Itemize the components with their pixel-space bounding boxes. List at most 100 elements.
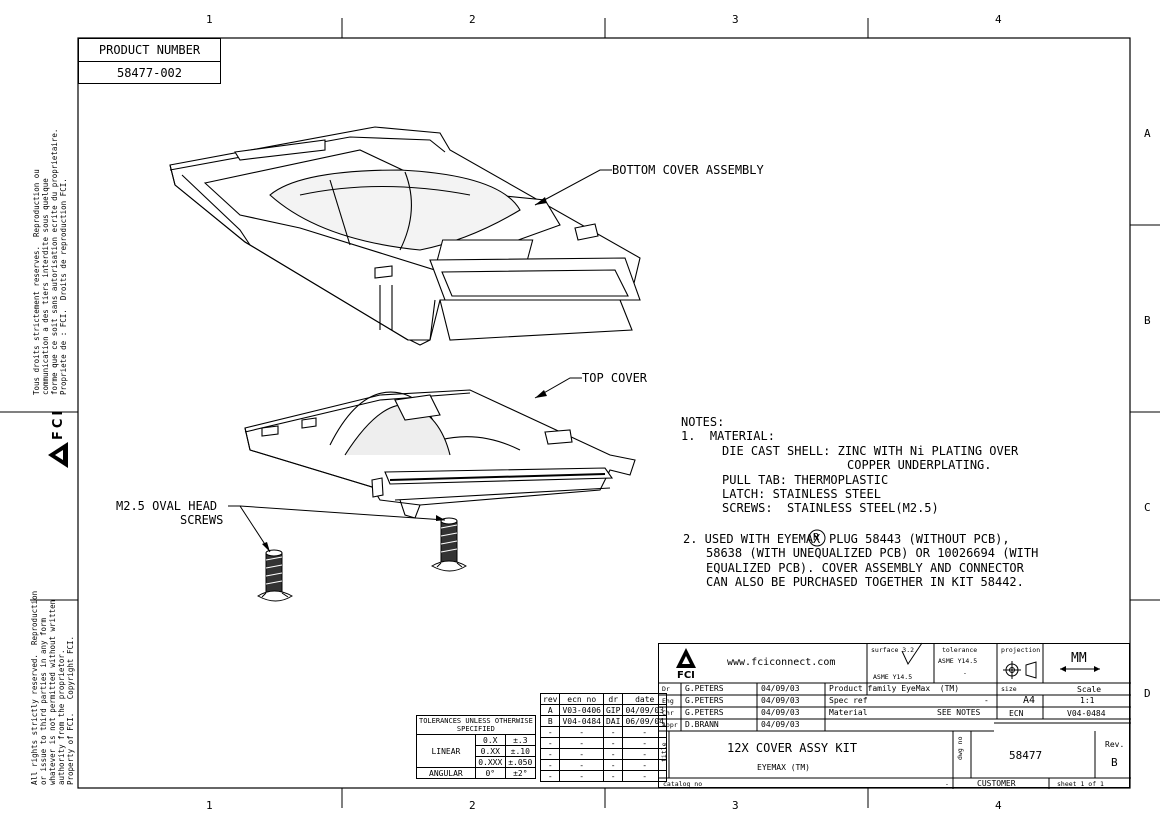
note-2a-cont: PLUG 58443 (WITHOUT PCB), (829, 532, 1010, 546)
projection-label: projection (1001, 646, 1041, 654)
table-row: - - - - (539, 748, 667, 760)
rev-cell: B (539, 715, 561, 727)
tolerance-title: TOLERANCES UNLESS OTHERWISE (419, 717, 533, 725)
tolerance-cell: 0.XXX (474, 756, 506, 768)
size-value: A4 (1023, 695, 1036, 706)
bottom-cover-callout: BOTTOM COVER ASSEMBLY (612, 163, 764, 177)
material-value: SEE NOTES (937, 708, 981, 717)
bottom-cover-drawing (169, 126, 641, 346)
tolerance-title2: SPECIFIED (456, 725, 495, 733)
surface-std: ASME Y14.5 (873, 673, 913, 681)
rev-cell: - (559, 759, 604, 771)
title-website: www.fciconnect.com (727, 657, 836, 668)
zone-col-1-bottom: 1 (206, 799, 213, 812)
screw-left (257, 549, 293, 602)
title-company: FCI (677, 670, 695, 681)
table-row: - - - - (539, 770, 667, 782)
rev-cell: - (539, 759, 561, 771)
rev-label: Rev. (1105, 740, 1125, 749)
ecn-value: V04-0484 (1067, 709, 1106, 718)
side-copyright-en: All rights strictly reserved. Reproducti… (30, 590, 75, 785)
side-logo-text: FCI (51, 407, 66, 440)
registered-mark: R (813, 532, 820, 543)
rev-cell: - (559, 748, 604, 760)
material-label: Material (829, 708, 868, 717)
rev-cell: DAI (602, 715, 624, 727)
catalog-label: catalog no (663, 780, 703, 788)
note-1: 1. MATERIAL: (681, 429, 775, 443)
dwg-no-label: dwg no (956, 736, 964, 760)
product-number-label: PRODUCT NUMBER (79, 39, 220, 62)
person-date: 04/09/03 (761, 720, 800, 729)
catalog-value: - (945, 780, 949, 788)
tolerance-linear-label: LINEAR (416, 734, 476, 768)
tolerance-std: ASME Y14.5 (938, 657, 978, 665)
ecn-label: ECN (1009, 709, 1024, 718)
note-2d: CAN ALSO BE PURCHASED TOGETHER IN KIT 58… (706, 575, 1024, 589)
size-label: size (1001, 685, 1017, 693)
tolerance-angular-label: ANGULAR (416, 767, 476, 779)
person-date: 04/09/03 (761, 708, 800, 717)
tolerance-cell: ±.050 (504, 756, 536, 768)
table-row: A V03-0406 GIP 04/09/03 (539, 704, 667, 716)
product-family: Product family EyeMax (TM) (829, 684, 960, 693)
rev-cell: V03-0406 (559, 704, 604, 716)
scale-value: 1:1 (1080, 696, 1095, 705)
top-cover-drawing (244, 389, 636, 519)
spec-ref-label: Spec ref (829, 696, 868, 705)
rev-cell: - (539, 770, 561, 782)
spec-ref-value: - (984, 696, 989, 705)
person-date: 04/09/03 (761, 696, 800, 705)
rev-header: rev (539, 693, 561, 705)
screws-callout-line1: M2.5 OVAL HEAD (116, 499, 218, 513)
tolerance-dash: - (963, 669, 967, 677)
zone-col-1-top: 1 (206, 13, 213, 26)
rev-header: dr (602, 693, 624, 705)
tolerance-cell: ±2° (504, 767, 536, 779)
side-copyright-fr: Tous droits strictement reserves. Reprod… (32, 128, 68, 395)
zone-row-b: B (1144, 314, 1151, 327)
zone-col-4-bottom: 4 (995, 799, 1002, 812)
zone-col-4-top: 4 (995, 13, 1002, 26)
rev-cell: - (602, 759, 624, 771)
role-label: Appr (662, 721, 678, 729)
product-number-value: 58477-002 (116, 66, 183, 80)
zone-col-3-bottom: 3 (732, 799, 739, 812)
person-name: G.PETERS (685, 696, 724, 705)
title-label: title (660, 742, 668, 762)
zone-row-d: D (1144, 687, 1151, 700)
dwg-no-value: 58477 (1009, 749, 1043, 762)
rev-cell: - (602, 726, 624, 738)
surface-label: surface 3.2 (871, 646, 915, 654)
rev-cell: - (602, 770, 624, 782)
tolerance-cell: ±.10 (504, 745, 536, 757)
screws-callout-line2: SCREWS (180, 513, 224, 527)
rev-cell: A (539, 704, 561, 716)
rev-cell: - (602, 737, 624, 749)
tolerance-cell: 0.XX (474, 745, 506, 757)
table-row: - - - - (539, 759, 667, 771)
projection-symbol-icon (1003, 661, 1037, 679)
customer-label: CUSTOMER (977, 779, 1016, 788)
tolerance-label: tolerance (942, 646, 978, 654)
note-2b: 58638 (WITH UNEQUALIZED PCB) OR 10026694… (706, 546, 1039, 560)
tolerance-cell: 0° (474, 767, 506, 779)
role-label: Dr (662, 685, 670, 693)
note-1b: COPPER UNDERPLATING. (847, 458, 992, 472)
person-name: D.BRANN (685, 720, 719, 729)
table-row: - - - - (539, 737, 667, 749)
tolerance-table: TOLERANCES UNLESS OTHERWISE SPECIFIED LI… (416, 715, 536, 779)
note-1e: SCREWS: STAINLESS STEEL(M2.5) (722, 501, 939, 515)
zone-col-2-top: 2 (469, 13, 476, 26)
scale-label: Scale (1077, 685, 1102, 694)
notes-heading: NOTES: (681, 415, 725, 429)
rev-header: ecn no (559, 693, 604, 705)
zone-col-3-top: 3 (732, 13, 739, 26)
table-row: B V04-0484 DAI 06/09/04 (539, 715, 667, 727)
note-1a: DIE CAST SHELL: ZINC WITH Ni PLATING OVE… (722, 444, 1019, 458)
note-1c: PULL TAB: THERMOPLASTIC (722, 473, 889, 487)
rev-cell: - (622, 770, 667, 782)
rev-cell: - (559, 737, 604, 749)
screw-right (430, 517, 467, 572)
